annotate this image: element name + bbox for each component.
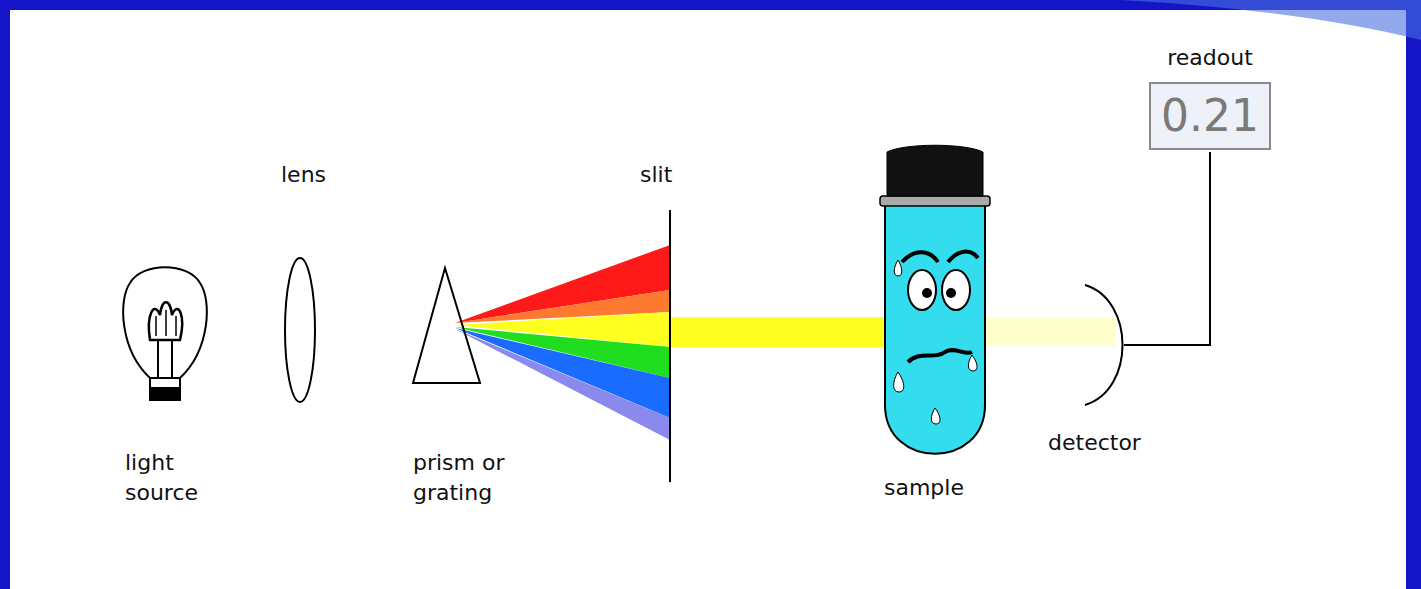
readout-value: 0.21 <box>1149 82 1271 150</box>
part-label: light source <box>125 448 225 507</box>
spectrum-fan <box>455 245 670 440</box>
light-beam <box>671 317 896 347</box>
slit-line <box>669 210 671 482</box>
readout-label: readout <box>1167 45 1253 70</box>
prism-shape <box>413 268 480 383</box>
readout-display: readout 0.21 <box>1149 45 1271 150</box>
part-label: sample <box>884 473 1004 503</box>
frame-swoosh <box>1120 0 1421 40</box>
signal-wire <box>1124 152 1210 345</box>
transmitted-beam <box>985 318 1115 346</box>
part-label: detector <box>1048 428 1188 458</box>
light-bulb <box>123 267 207 400</box>
part-label: lens <box>281 160 371 190</box>
frame-left <box>0 0 10 589</box>
part-label: slit <box>640 160 730 190</box>
sample-tube <box>880 145 990 454</box>
frame-right <box>1406 0 1421 589</box>
part-label: prism or grating <box>413 448 535 507</box>
detector-shape <box>1085 285 1123 405</box>
lens-shape <box>285 258 315 402</box>
